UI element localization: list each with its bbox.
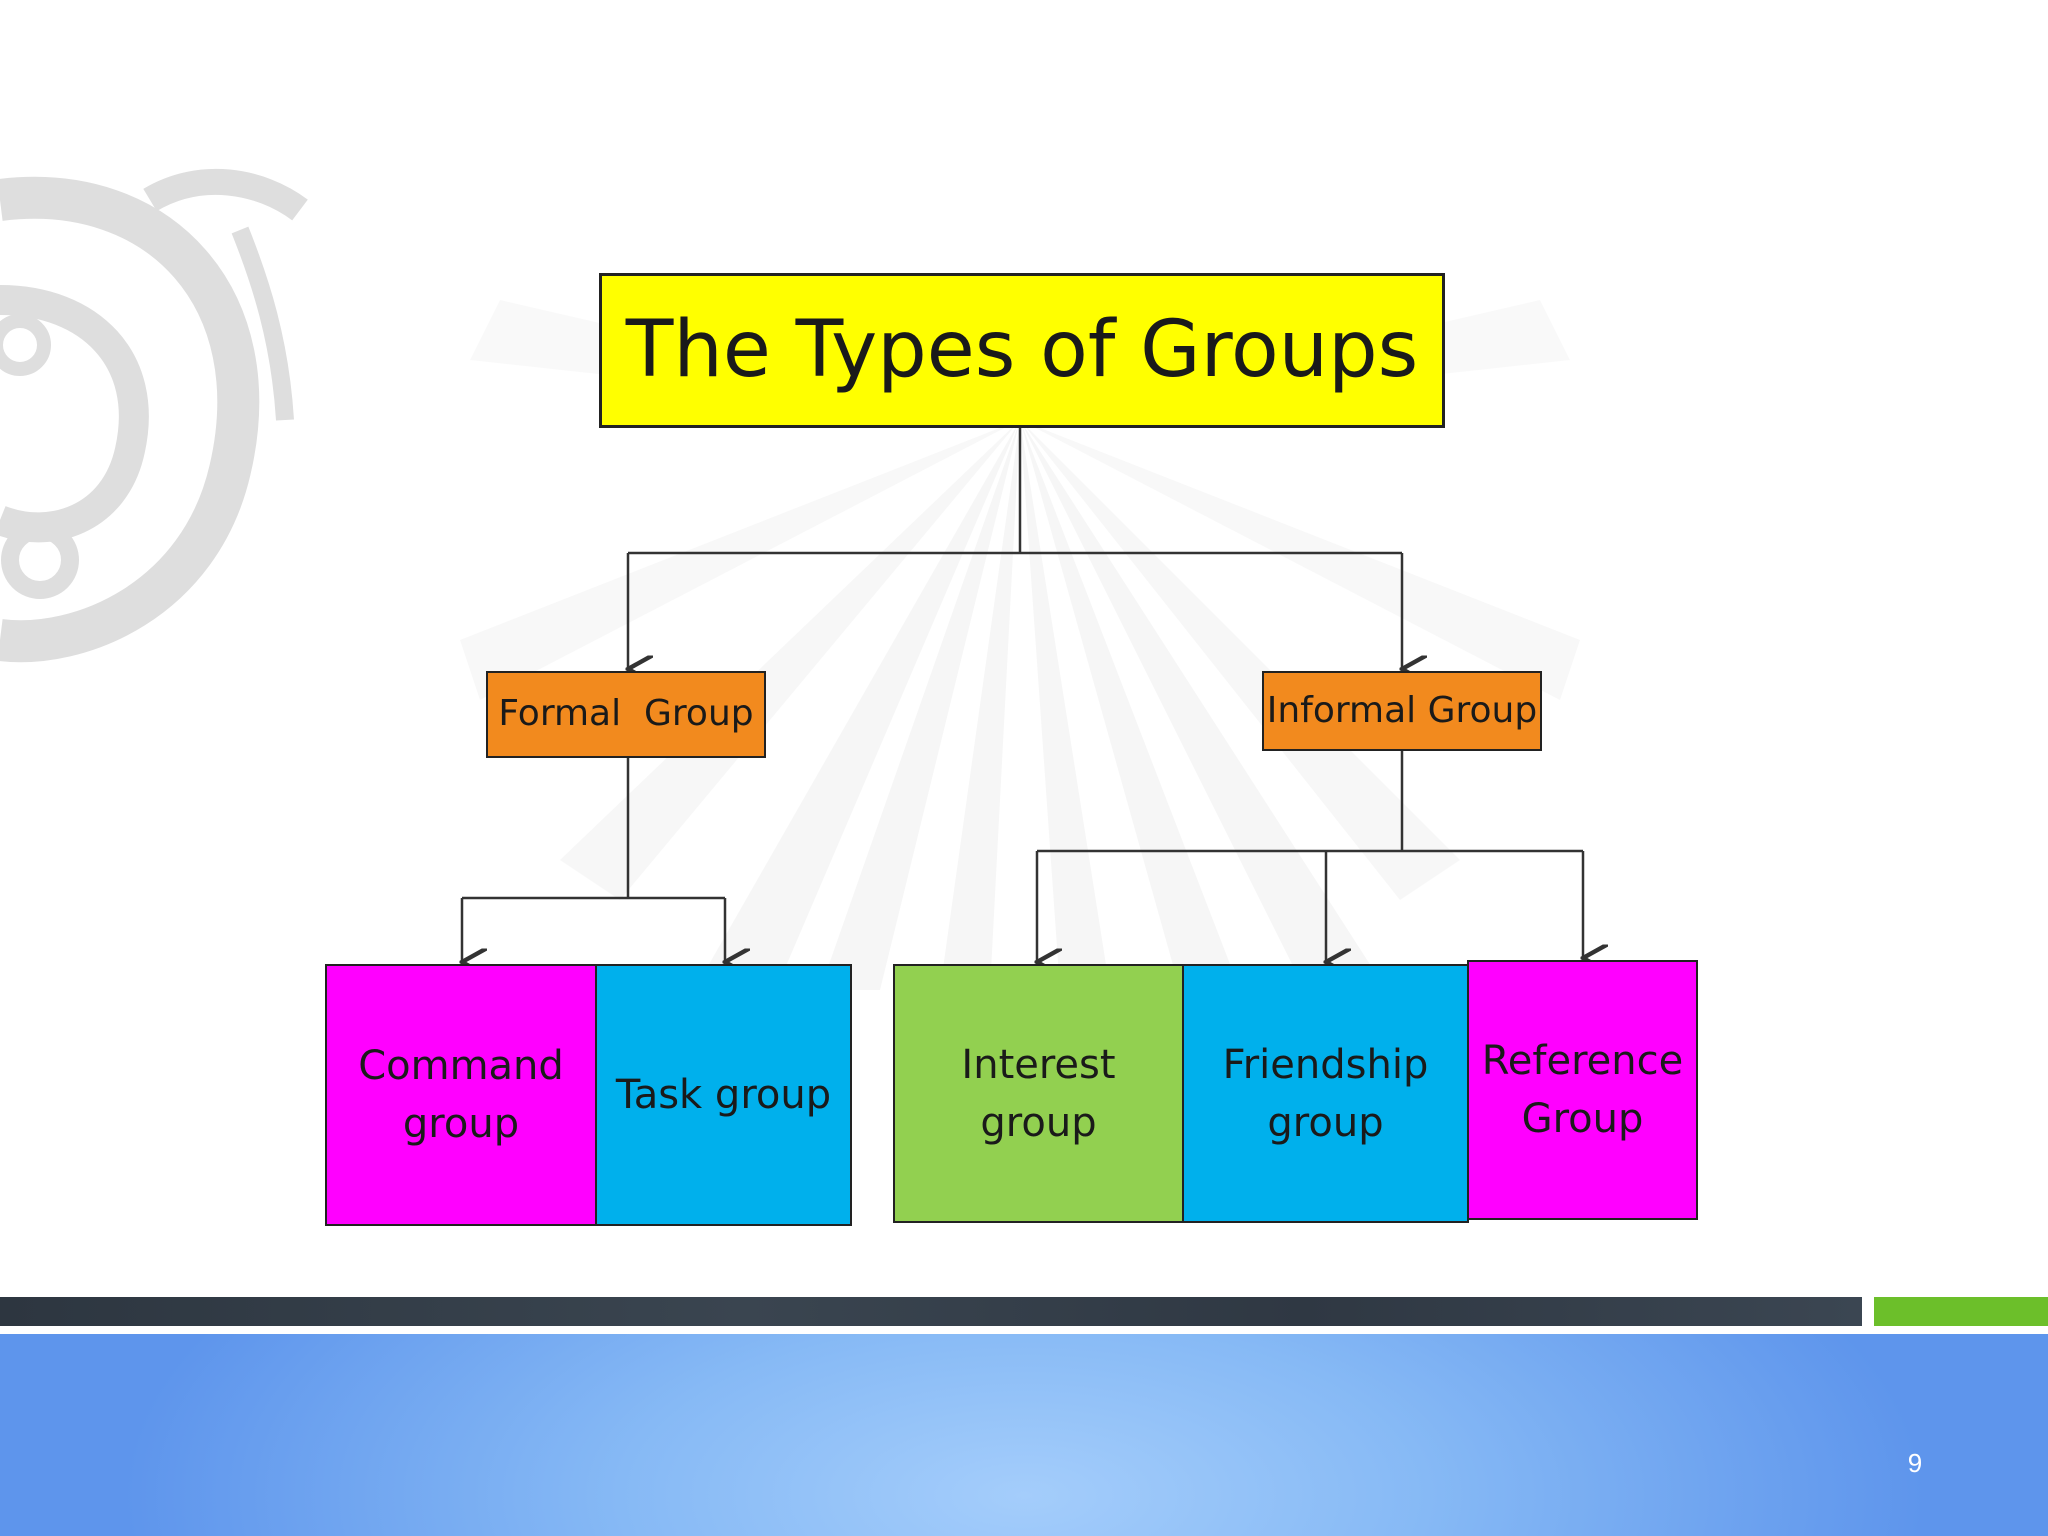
command-group-line1: Command: [358, 1043, 564, 1089]
diagram-title: The Types of Groups: [625, 304, 1419, 395]
interest-group-box: Interest group: [893, 964, 1184, 1223]
friendship-group-label: Friendship group: [1223, 1036, 1429, 1152]
reference-group-box: Reference Group: [1467, 960, 1698, 1220]
task-group-line1: Task group: [615, 1072, 832, 1118]
diagram-title-box: The Types of Groups: [599, 273, 1445, 428]
page-number: 9: [1907, 1448, 1923, 1478]
informal-group-box: Informal Group: [1262, 671, 1542, 751]
footer-blue-band: [0, 1334, 2048, 1536]
reference-group-label: Reference Group: [1482, 1032, 1683, 1148]
footer-dark-bar: [0, 1297, 1862, 1326]
task-group-label: Task group: [616, 1066, 831, 1124]
footer-accent-bar: [1874, 1297, 2048, 1326]
friendship-group-line2: group: [1267, 1099, 1384, 1146]
informal-group-label: Informal Group: [1266, 689, 1538, 731]
reference-group-line2: Group: [1521, 1096, 1644, 1142]
formal-group-label: Formal Group: [498, 693, 754, 735]
interest-group-label: Interest group: [907, 1036, 1170, 1152]
friendship-group-line1: Friendship: [1222, 1041, 1429, 1088]
command-group-line2: group: [402, 1101, 520, 1147]
swirl-ornament: [0, 168, 308, 663]
command-group-box: Command group: [325, 964, 597, 1226]
friendship-group-box: Friendship group: [1182, 964, 1469, 1223]
interest-group-line1: Interest group: [961, 1041, 1116, 1146]
reference-group-line1: Reference: [1481, 1038, 1684, 1084]
task-group-box: Task group: [595, 964, 852, 1226]
formal-group-box: Formal Group: [486, 671, 766, 758]
command-group-label: Command group: [358, 1037, 564, 1153]
